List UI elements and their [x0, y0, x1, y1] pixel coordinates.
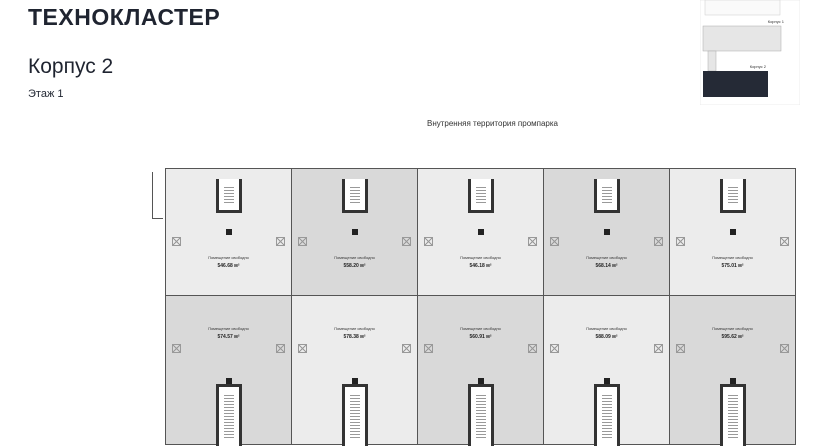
- vent-icon: [276, 344, 285, 353]
- unit-status: Помещение свободно: [334, 326, 375, 331]
- column: [730, 378, 736, 384]
- unit-1[interactable]: Помещение свободно 546.68 м²: [165, 168, 292, 296]
- unit-6[interactable]: Помещение свободно 574.57 м²: [165, 295, 292, 446]
- column: [226, 229, 232, 235]
- stair-core: [720, 179, 746, 213]
- site-minimap[interactable]: Корпус 1 Корпус 2: [700, 0, 800, 105]
- unit-status: Помещение свободно: [208, 255, 249, 260]
- vent-icon: [424, 344, 433, 353]
- unit-status: Помещение свободно: [334, 255, 375, 260]
- column: [478, 229, 484, 235]
- vent-icon: [780, 237, 789, 246]
- gate: [152, 172, 163, 219]
- unit-status: Помещение свободно: [460, 326, 501, 331]
- unit-7[interactable]: Помещение свободно 578.38 м²: [291, 295, 418, 446]
- column: [604, 378, 610, 384]
- minimap-building-1: [702, 25, 782, 52]
- column: [352, 229, 358, 235]
- stair-core: [342, 384, 368, 446]
- minimap-label-2: Корпус 2: [750, 64, 767, 69]
- stair-core: [594, 179, 620, 213]
- unit-area: 560.91 м²: [469, 334, 492, 340]
- vent-icon: [298, 237, 307, 246]
- floor-label: Этаж 1: [28, 88, 64, 100]
- unit-3[interactable]: Помещение свободно 546.18 м²: [417, 168, 544, 296]
- unit-10[interactable]: Помещение свободно 595.62 м²: [669, 295, 796, 446]
- column: [226, 378, 232, 384]
- vent-icon: [402, 344, 411, 353]
- vent-icon: [780, 344, 789, 353]
- unit-area: 595.62 м²: [721, 334, 744, 340]
- vent-icon: [402, 237, 411, 246]
- stair-core: [216, 179, 242, 213]
- unit-area: 575.01 м²: [721, 263, 744, 269]
- unit-area: 558.20 м²: [343, 263, 366, 269]
- vent-icon: [298, 344, 307, 353]
- brand-logo: ТЕХНОКЛАСТЕР: [28, 4, 221, 30]
- column: [604, 229, 610, 235]
- vent-icon: [654, 344, 663, 353]
- unit-area: 588.09 м²: [595, 334, 618, 340]
- unit-5[interactable]: Помещение свободно 575.01 м²: [669, 168, 796, 296]
- minimap-building-2[interactable]: [703, 71, 768, 97]
- unit-9[interactable]: Помещение свободно 588.09 м²: [543, 295, 670, 446]
- unit-status: Помещение свободно: [586, 255, 627, 260]
- vent-icon: [550, 237, 559, 246]
- unit-status: Помещение свободно: [208, 326, 249, 331]
- minimap-label-1: Корпус 1: [768, 19, 785, 24]
- vent-icon: [424, 237, 433, 246]
- stair-core: [468, 384, 494, 446]
- vent-icon: [172, 344, 181, 353]
- stair-core: [594, 384, 620, 446]
- column: [352, 378, 358, 384]
- stair-core: [342, 179, 368, 213]
- unit-status: Помещение свободно: [712, 326, 753, 331]
- unit-status: Помещение свободно: [460, 255, 501, 260]
- vent-icon: [676, 344, 685, 353]
- stair-core: [720, 384, 746, 446]
- vent-icon: [654, 237, 663, 246]
- unit-8[interactable]: Помещение свободно 560.91 м²: [417, 295, 544, 446]
- unit-area: 568.14 м²: [595, 263, 618, 269]
- unit-area: 578.38 м²: [343, 334, 366, 340]
- unit-4[interactable]: Помещение свободно 568.14 м²: [543, 168, 670, 296]
- vent-icon: [550, 344, 559, 353]
- vent-icon: [676, 237, 685, 246]
- vent-icon: [172, 237, 181, 246]
- unit-status: Помещение свободно: [586, 326, 627, 331]
- unit-area: 546.18 м²: [469, 263, 492, 269]
- column: [478, 378, 484, 384]
- unit-status: Помещение свободно: [712, 255, 753, 260]
- vent-icon: [528, 237, 537, 246]
- building-title: Корпус 2: [28, 55, 114, 78]
- column: [730, 229, 736, 235]
- stair-core: [216, 384, 242, 446]
- floor-plan: Помещение свободно 546.68 м² Помещение с…: [165, 168, 796, 446]
- unit-area: 546.68 м²: [217, 263, 240, 269]
- unit-2[interactable]: Помещение свободно 558.20 м²: [291, 168, 418, 296]
- unit-area: 574.57 м²: [217, 334, 240, 340]
- vent-icon: [276, 237, 285, 246]
- site-label: Внутренняя территория промпарка: [426, 119, 558, 128]
- vent-icon: [528, 344, 537, 353]
- stair-core: [468, 179, 494, 213]
